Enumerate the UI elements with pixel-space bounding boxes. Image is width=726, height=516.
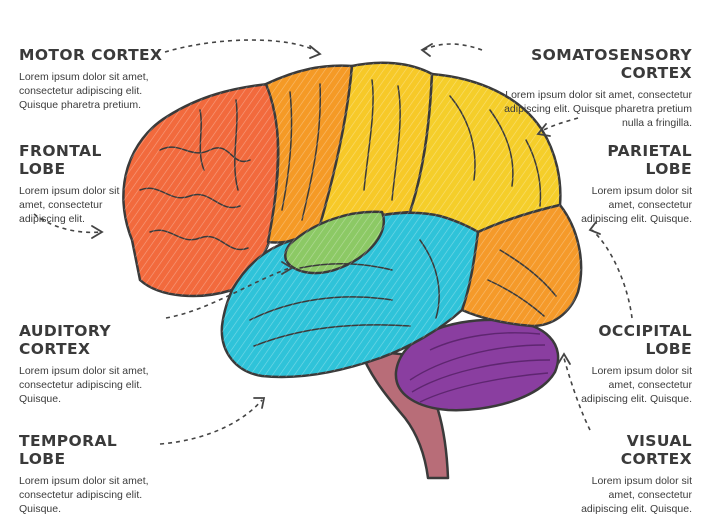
connector-arrows bbox=[33, 39, 633, 445]
somatosensory-cortex-title: SOMATOSENSORY CORTEX bbox=[531, 46, 692, 82]
label-parietal-lobe: PARIETAL LOBE Lorem ipsum dolor sit amet… bbox=[572, 142, 692, 226]
occipital-lobe-title: OCCIPITAL LOBE bbox=[598, 322, 692, 358]
label-visual-cortex: VISUAL CORTEX Lorem ipsum dolor sit amet… bbox=[572, 432, 692, 516]
label-temporal-lobe: TEMPORAL LOBE Lorem ipsum dolor sit amet… bbox=[19, 432, 159, 516]
visual-cortex-title: VISUAL CORTEX bbox=[620, 432, 692, 468]
label-somatosensory-cortex: SOMATOSENSORY CORTEX Lorem ipsum dolor s… bbox=[488, 46, 692, 130]
motor-cortex-text: Lorem ipsum dolor sit amet, consectetur … bbox=[19, 71, 149, 111]
label-frontal-lobe: FRONTAL LOBE Lorem ipsum dolor sit amet,… bbox=[19, 142, 131, 226]
arrow-motor-cortex bbox=[164, 39, 319, 53]
arrow-somatosensory-cortex bbox=[423, 43, 483, 51]
parietal-lobe-title: PARIETAL LOBE bbox=[607, 142, 692, 178]
arrow-frontal-lobe bbox=[33, 213, 101, 234]
parietal-lobe-text: Lorem ipsum dolor sit amet, consectetur … bbox=[581, 185, 692, 225]
temporal-lobe-title: TEMPORAL LOBE bbox=[19, 432, 118, 468]
cerebellum-folds bbox=[409, 332, 551, 403]
motor-cortex-title: MOTOR CORTEX bbox=[19, 46, 163, 64]
frontal-lobe-title: FRONTAL LOBE bbox=[19, 142, 102, 178]
arrow-heads bbox=[91, 43, 601, 409]
visual-cortex-text: Lorem ipsum dolor sit amet, consectetur … bbox=[581, 475, 692, 515]
frontal-lobe-text: Lorem ipsum dolor sit amet, consectetur … bbox=[19, 185, 120, 225]
auditory-cortex-text: Lorem ipsum dolor sit amet, consectetur … bbox=[19, 365, 149, 405]
arrow-occipital-lobe bbox=[591, 229, 633, 319]
somatosensory-cortex-text: Lorem ipsum dolor sit amet, consectetur … bbox=[504, 89, 692, 129]
label-motor-cortex: MOTOR CORTEX Lorem ipsum dolor sit amet,… bbox=[19, 46, 179, 112]
label-auditory-cortex: AUDITORY CORTEX Lorem ipsum dolor sit am… bbox=[19, 322, 169, 406]
occipital-lobe-text: Lorem ipsum dolor sit amet, consectetur … bbox=[581, 365, 692, 405]
temporal-lobe-text: Lorem ipsum dolor sit amet, consectetur … bbox=[19, 475, 149, 515]
arrow-temporal-lobe bbox=[159, 399, 263, 445]
auditory-cortex-title: AUDITORY CORTEX bbox=[19, 322, 111, 358]
label-occipital-lobe: OCCIPITAL LOBE Lorem ipsum dolor sit ame… bbox=[572, 322, 692, 406]
cerebellum bbox=[394, 318, 560, 412]
arrow-auditory-cortex bbox=[165, 267, 291, 319]
arrow-parietal-lobe bbox=[539, 117, 579, 133]
